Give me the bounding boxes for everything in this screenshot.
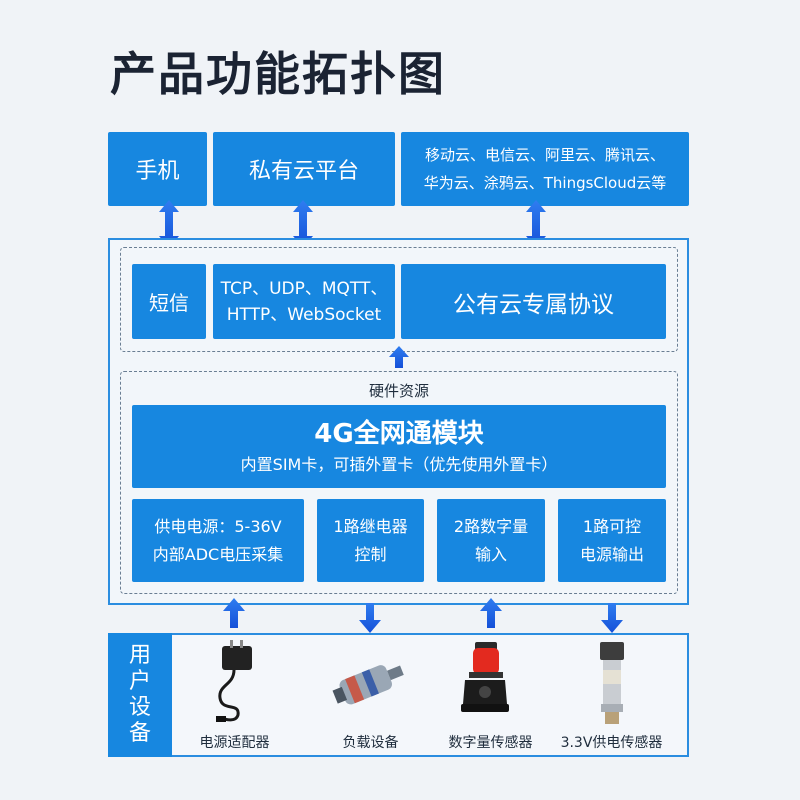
user-devices-label: 用 户 设 备 (108, 633, 172, 757)
output-line1: 1路可控 (582, 516, 642, 536)
user-devices-char-3: 设 (128, 695, 151, 720)
output-line2: 电源输出 (579, 544, 644, 564)
net-protocol-line2: HTTP、WebSocket (226, 304, 382, 325)
hardware-section-label: 硬件资源 (368, 382, 429, 400)
device-caption-adapter: 电源适配器 (199, 735, 270, 751)
down-arrow-33v-sensor (601, 603, 623, 633)
phone-box: 手机 (108, 132, 207, 206)
load-device-image (332, 665, 404, 705)
power-line1: 供电电源：5-36V (154, 516, 282, 536)
pressure-sensor-image (600, 642, 624, 724)
power-supply-box: 供电电源：5-36V 内部ADC电压采集 (132, 499, 304, 582)
device-caption-load: 负载设备 (342, 735, 399, 751)
digital-sensor-image (461, 642, 509, 712)
public-protocol-box: 公有云专属协议 (401, 264, 666, 339)
user-devices-panel (108, 633, 689, 757)
public-clouds-line2: 华为云、涂鸦云、ThingsCloud云等 (423, 174, 667, 192)
device-caption-digital-sensor: 数字量传感器 (448, 735, 533, 751)
power-output-box: 1路可控 电源输出 (558, 499, 666, 582)
4g-module-box: 4G全网通模块 内置SIM卡，可插外置卡（优先使用外置卡） (132, 405, 666, 488)
public-clouds-box: 移动云、电信云、阿里云、腾讯云、 华为云、涂鸦云、ThingsCloud云等 (401, 132, 689, 206)
private-cloud-label: 私有云平台 (248, 159, 359, 184)
user-devices-char-4: 备 (128, 721, 151, 746)
up-arrow-adapter (223, 598, 245, 628)
device-caption-33v-sensor: 3.3V供电传感器 (560, 735, 663, 751)
sms-label: 短信 (149, 291, 189, 315)
4g-module-subtitle: 内置SIM卡，可插外置卡（优先使用外置卡） (240, 454, 558, 474)
net-protocol-line1: TCP、UDP、MQTT、 (220, 278, 388, 299)
4g-module-title: 4G全网通模块 (314, 418, 484, 449)
phone-label: 手机 (135, 159, 180, 184)
double-arrow-phone (159, 200, 179, 248)
double-arrow-public-clouds (526, 200, 546, 248)
power-adapter-image (216, 640, 252, 722)
public-protocol-label: 公有云专属协议 (453, 291, 614, 318)
up-arrow-digital-sensor (480, 598, 502, 628)
page-title: 产品功能拓扑图 (110, 47, 446, 101)
power-line2: 内部ADC电压采集 (152, 544, 284, 564)
down-arrow-load (359, 603, 381, 633)
relay-line1: 1路继电器 (333, 516, 408, 536)
sms-box: 短信 (132, 264, 206, 339)
digital-line2: 输入 (474, 544, 507, 564)
double-arrow-private-cloud (293, 200, 313, 248)
digital-line1: 2路数字量 (453, 516, 529, 536)
public-clouds-line1: 移动云、电信云、阿里云、腾讯云、 (424, 146, 665, 164)
relay-line2: 控制 (354, 544, 387, 564)
net-protocol-box: TCP、UDP、MQTT、 HTTP、WebSocket (213, 264, 395, 339)
hardware-region (120, 371, 678, 594)
user-devices-char-2: 户 (128, 669, 151, 694)
user-devices-char-1: 用 (128, 643, 151, 668)
up-arrow-hardware (389, 346, 409, 368)
digital-input-box: 2路数字量 输入 (437, 499, 545, 582)
private-cloud-box: 私有云平台 (213, 132, 395, 206)
relay-box: 1路继电器 控制 (317, 499, 424, 582)
